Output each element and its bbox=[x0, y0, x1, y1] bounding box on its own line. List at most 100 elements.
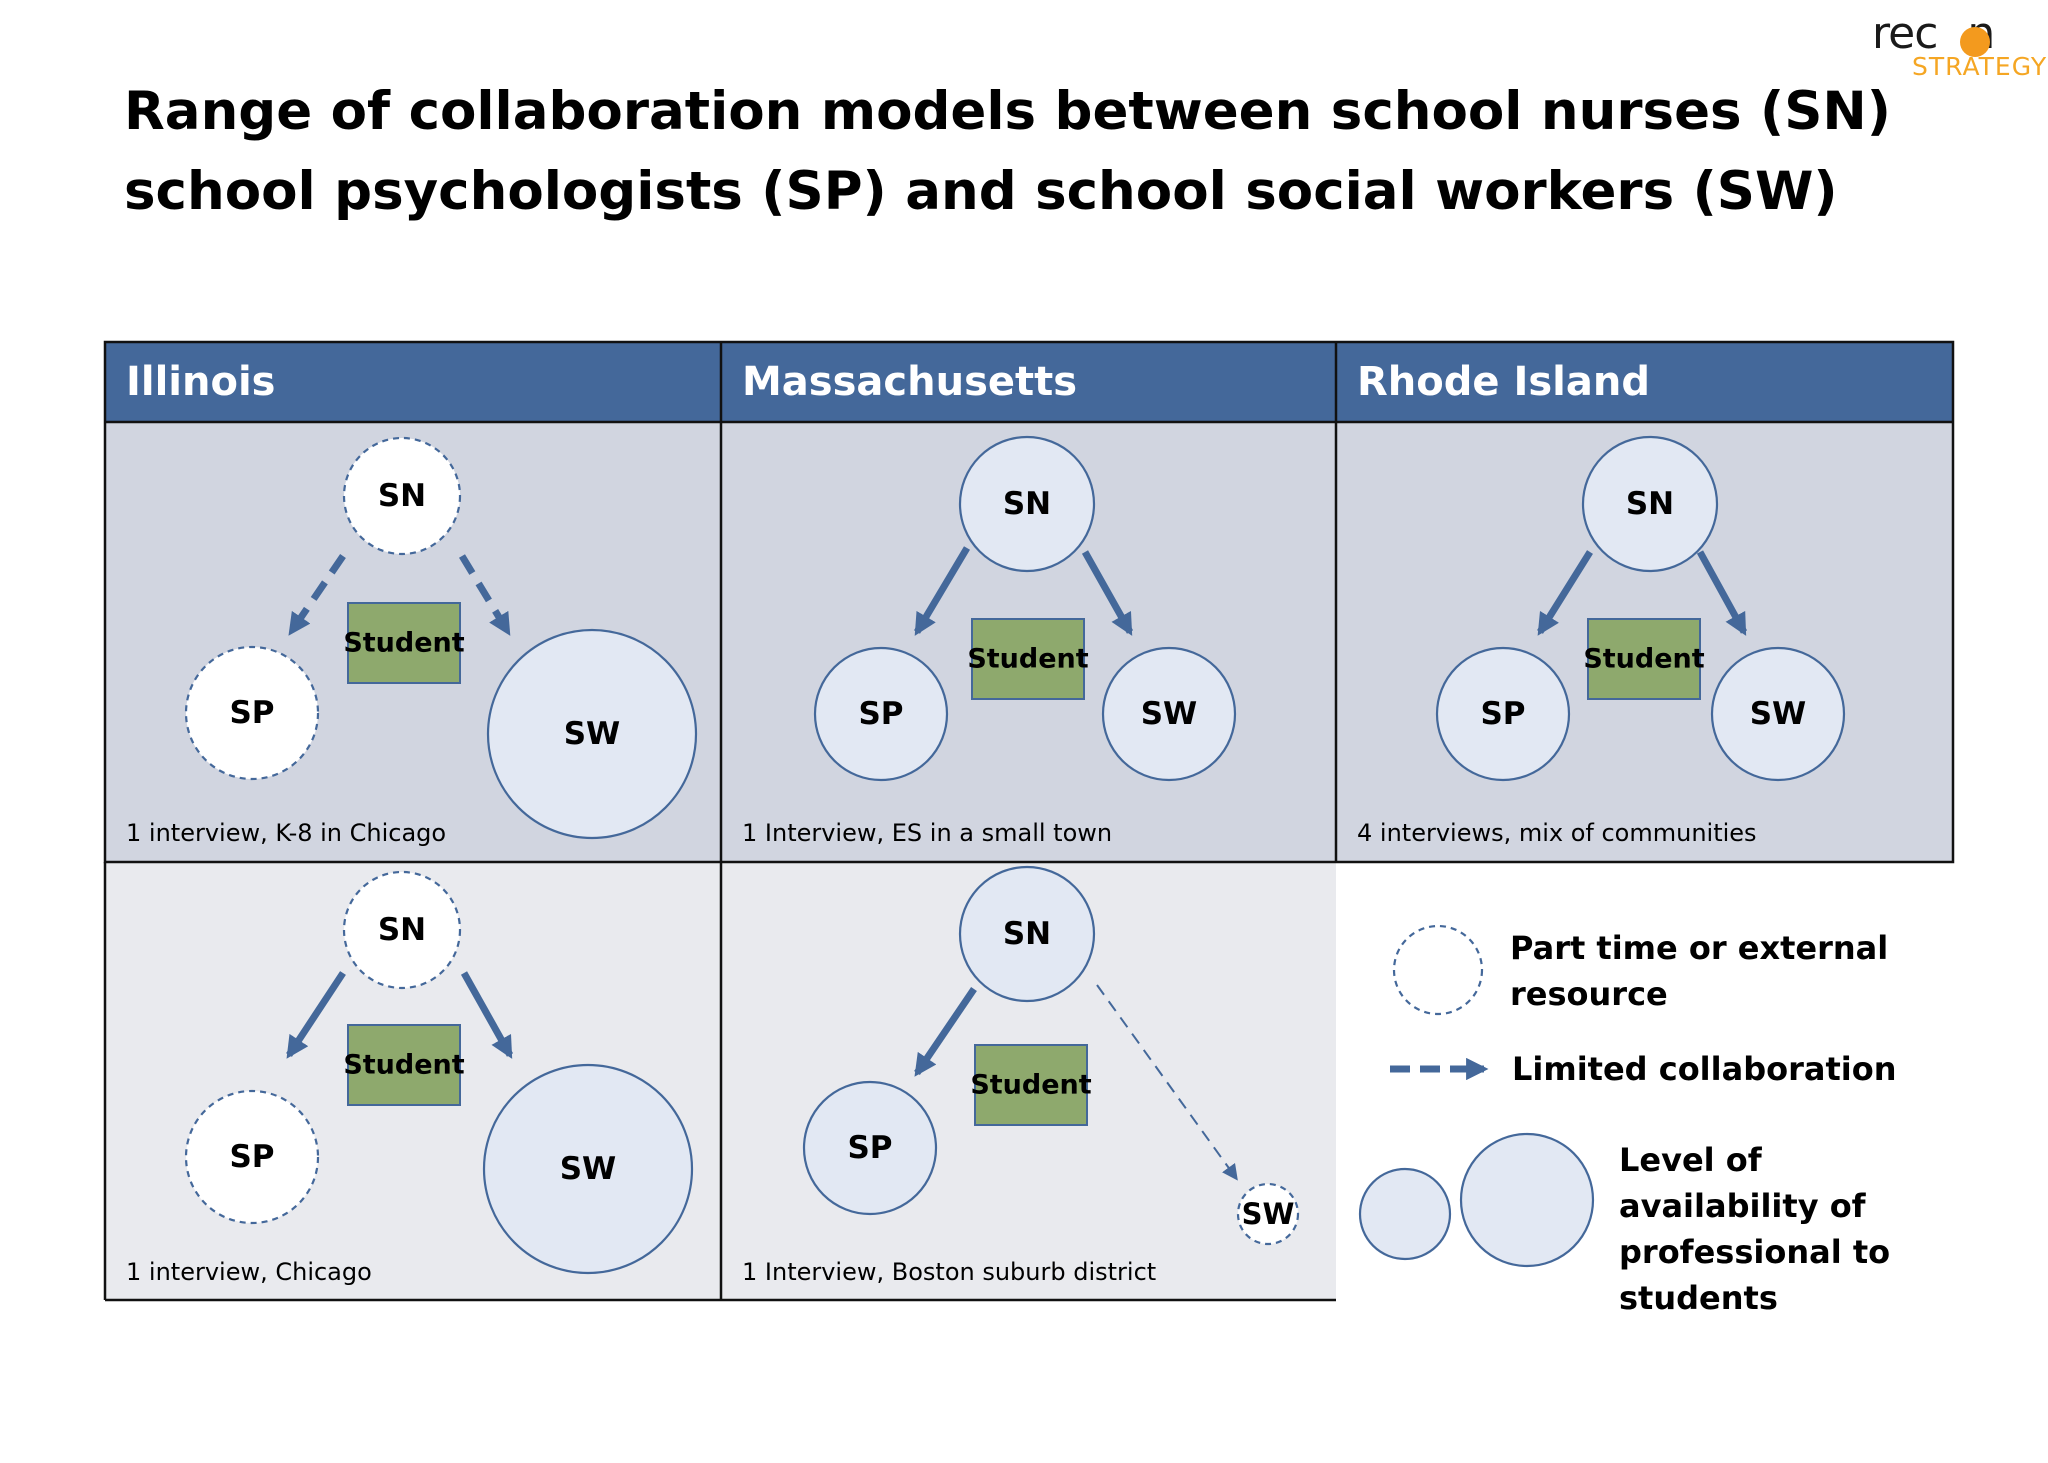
arrow-sn-to-sp-ri-1 bbox=[1537, 550, 1593, 636]
diagram-il-2: SN SP SW Student 1 interview, Chicago bbox=[126, 870, 694, 1286]
node-sw-il-1-circle bbox=[486, 628, 698, 840]
arrow-sn-to-sw-il-2 bbox=[460, 971, 514, 1059]
legend-level-line-3: professional to bbox=[1619, 1233, 1890, 1271]
header-band bbox=[105, 342, 1953, 422]
legend-large-circle bbox=[1459, 1132, 1595, 1268]
arrow-sn-to-sp-il-1 bbox=[288, 554, 346, 636]
node-sp-ri-1: SP bbox=[1435, 646, 1571, 782]
legend-part-time-line-1: Part time or external bbox=[1510, 929, 1888, 967]
node-sw-il-2-circle bbox=[482, 1063, 694, 1275]
student-label-ma-2: Student bbox=[970, 1070, 1091, 1101]
node-student-il-2: Student bbox=[343, 1024, 465, 1106]
node-sp-il-1: SP bbox=[184, 645, 320, 781]
node-sw-il-2-label: SW bbox=[560, 1151, 617, 1187]
arrow-sn-to-sw-ri-1 bbox=[1696, 550, 1748, 636]
node-sp-il-2-label: SP bbox=[229, 1139, 274, 1175]
node-sp-ri-1-label: SP bbox=[1480, 696, 1525, 732]
header-rhode-island: Rhode Island bbox=[1357, 359, 1650, 405]
node-sn-ri-1-label: SN bbox=[1626, 486, 1674, 522]
node-sn-ri-1: SN bbox=[1581, 435, 1719, 573]
slide-title-line-1: Range of collaboration models between sc… bbox=[124, 81, 1891, 142]
node-sn-il-2-circle bbox=[342, 870, 462, 990]
node-sp-il-1-circle bbox=[184, 645, 320, 781]
node-sp-ma-2-circle bbox=[802, 1080, 938, 1216]
node-sw-il-1-label: SW bbox=[564, 716, 621, 752]
caption-ma-1: 1 Interview, ES in a small town bbox=[742, 819, 1112, 847]
node-sn-ri-1-circle bbox=[1581, 435, 1719, 573]
legend-limited-label: Limited collaboration bbox=[1512, 1050, 1897, 1088]
diagram-il-1: SN SP SW Student 1 interview, K-8 in Chicago bbox=[126, 436, 698, 847]
student-label-ri-1: Student bbox=[1583, 644, 1704, 675]
node-sw-ma-2-label: SW bbox=[1242, 1197, 1295, 1231]
caption-ma-2: 1 Interview, Boston suburb district bbox=[742, 1258, 1156, 1286]
caption-il-2: 1 interview, Chicago bbox=[126, 1258, 372, 1286]
student-box-ma-1 bbox=[971, 618, 1085, 700]
node-sn-ma-2-circle bbox=[958, 865, 1096, 1003]
student-box-ma-2 bbox=[974, 1044, 1088, 1126]
node-student-ri-1: Student bbox=[1583, 618, 1705, 700]
node-sw-ri-1: SW bbox=[1710, 646, 1846, 782]
legend-dashed-circle bbox=[1392, 924, 1484, 1016]
legend-part-time-line-2: resource bbox=[1510, 975, 1668, 1013]
node-sw-ma-2: SW bbox=[1236, 1182, 1300, 1246]
node-sp-il-1-label: SP bbox=[229, 695, 274, 731]
node-sw-ma-1: SW bbox=[1101, 646, 1237, 782]
header-massachusetts: Massachusetts bbox=[742, 359, 1077, 405]
caption-ri-1: 4 interviews, mix of communities bbox=[1357, 819, 1757, 847]
node-sw-ri-1-label: SW bbox=[1750, 696, 1807, 732]
arrow-sn-to-sw-il-1 bbox=[459, 554, 511, 636]
node-sp-il-2-circle bbox=[184, 1089, 320, 1225]
arrow-sn-to-sw-ma-1 bbox=[1081, 550, 1134, 636]
student-box-ri-1 bbox=[1587, 618, 1701, 700]
node-sp-ma-1-label: SP bbox=[858, 696, 903, 732]
student-box-il-2 bbox=[347, 1024, 461, 1106]
node-sp-il-2: SP bbox=[184, 1089, 320, 1225]
node-sn-il-1: SN bbox=[342, 436, 462, 556]
node-sw-ri-1-circle bbox=[1710, 646, 1846, 782]
legend-level-line-1: Level of bbox=[1619, 1141, 1763, 1179]
node-sn-ma-1-label: SN bbox=[1003, 486, 1051, 522]
node-sw-il-2: SW bbox=[482, 1063, 694, 1275]
recon-strategy-logo: recn STRATEGY bbox=[1872, 8, 2046, 81]
header-illinois: Illinois bbox=[126, 359, 276, 405]
caption-il-1: 1 interview, K-8 in Chicago bbox=[126, 819, 446, 847]
slide-title-line-2: school psychologists (SP) and school soc… bbox=[124, 161, 1838, 222]
node-sp-ma-1-circle bbox=[813, 646, 949, 782]
node-sn-ma-1: SN bbox=[958, 435, 1096, 573]
student-label-il-1: Student bbox=[343, 628, 464, 659]
arrow-sn-to-sp-ma-2 bbox=[914, 987, 977, 1077]
legend-small-circle bbox=[1358, 1167, 1452, 1261]
node-sw-ma-1-circle bbox=[1101, 646, 1237, 782]
grid-top-border bbox=[103, 340, 1955, 864]
node-sp-ma-2-label: SP bbox=[847, 1130, 892, 1166]
student-box-il-1 bbox=[347, 602, 461, 684]
node-student-ma-1: Student bbox=[967, 618, 1089, 700]
diagram-ma-1: SN SP SW Student 1 Interview, ES in a small … bbox=[742, 435, 1237, 847]
arrow-sn-to-sp-ma-1 bbox=[913, 546, 971, 636]
student-label-ma-1: Student bbox=[967, 644, 1088, 675]
diagram-ri-1: SN SP SW Student 4 interviews, mix of commun… bbox=[1357, 435, 1846, 847]
logo-tagline: STRATEGY bbox=[1912, 52, 2048, 81]
legend-level-line-4: students bbox=[1619, 1279, 1778, 1317]
node-student-il-1: Student bbox=[343, 602, 465, 684]
node-sn-ma-2: SN bbox=[958, 865, 1096, 1003]
node-sn-il-2-label: SN bbox=[378, 912, 426, 948]
diagram-ma-2: SN SP SW Student 1 Interview, Boston suburb … bbox=[742, 865, 1300, 1286]
node-sp-ma-1: SP bbox=[813, 646, 949, 782]
node-sn-il-1-label: SN bbox=[378, 478, 426, 514]
legend-level-line-2: availability of bbox=[1619, 1187, 1867, 1225]
node-sp-ri-1-circle bbox=[1435, 646, 1571, 782]
node-sw-ma-2-circle bbox=[1236, 1182, 1300, 1246]
node-sw-ma-1-label: SW bbox=[1141, 696, 1198, 732]
node-sw-il-1: SW bbox=[486, 628, 698, 840]
node-sn-il-2: SN bbox=[342, 870, 462, 990]
slide-title: Range of collaboration models between sc… bbox=[124, 72, 1891, 232]
node-sp-ma-2: SP bbox=[802, 1080, 938, 1216]
node-sn-il-1-circle bbox=[342, 436, 462, 556]
student-label-il-2: Student bbox=[343, 1050, 464, 1081]
node-sn-ma-1-circle bbox=[958, 435, 1096, 573]
node-student-ma-2: Student bbox=[970, 1044, 1092, 1126]
arrow-sn-to-sp-il-2 bbox=[286, 971, 346, 1059]
